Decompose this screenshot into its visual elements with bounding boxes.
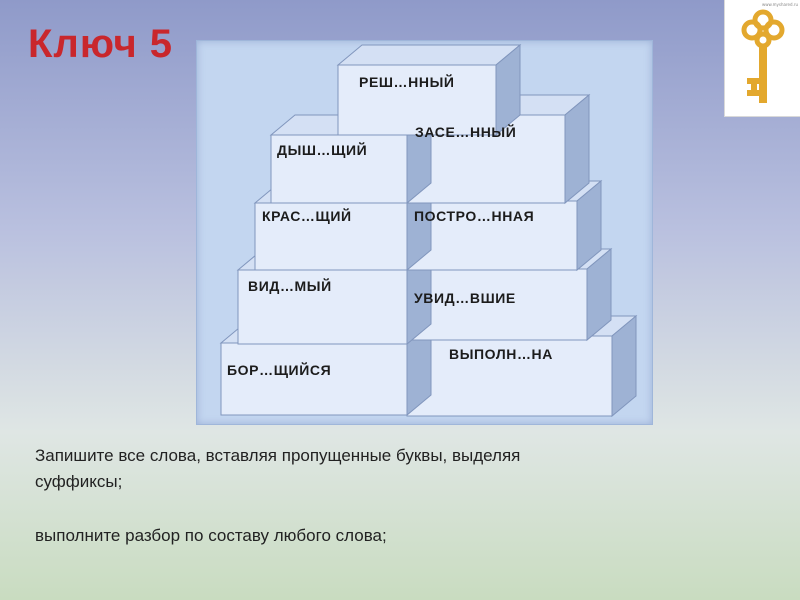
brick-r3-right: УВИД…ВШИЕ [414,290,516,306]
brick-top-front [337,64,497,136]
brick-r2-right: ПОСТРО…ННАЯ [414,208,535,224]
brick-top-label: РЕШ…ННЫЙ [359,74,455,90]
key-image: www.myshared.ru [724,0,800,117]
brick-r3-left: ВИД…МЫЙ [248,278,332,294]
brick-r1-right: ЗАСЕ…ННЫЙ [415,124,517,140]
brick-r4-left: БОР…ЩИЙСЯ [227,362,332,378]
brick-top-top [336,44,522,66]
instruction-line-2: суффиксы; [35,472,123,491]
key-icon [741,9,785,103]
brick-r1-left: ДЫШ…ЩИЙ [277,142,368,158]
watermark-text: www.myshared.ru [761,2,798,7]
brick-r2-left: КРАС…ЩИЙ [262,208,352,224]
instruction-line-3: выполните разбор по составу любого слова… [35,526,387,545]
instruction-line-1: Запишите все слова, вставляя пропущенные… [35,446,521,465]
slide-title: Ключ 5 [28,22,174,66]
brick-r4-left-front [220,342,408,416]
brick-r4-right: ВЫПОЛН…НА [449,346,553,362]
